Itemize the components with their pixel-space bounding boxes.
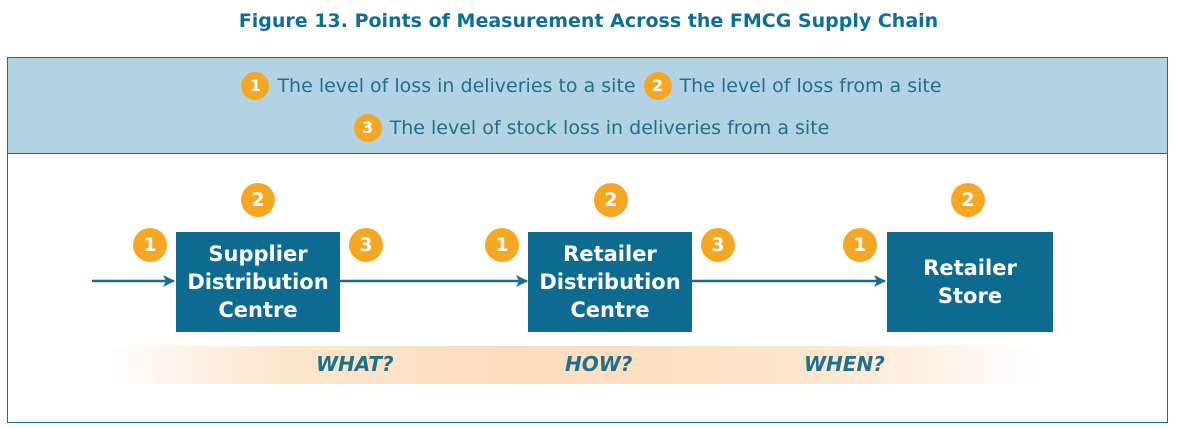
node-1-badge-1: 1 (133, 228, 167, 262)
node-1-line-1: Supplier (208, 242, 308, 266)
node-3-line-1: Retailer (923, 256, 1017, 280)
legend-badge-2: 2 (643, 72, 672, 100)
node-2-badge-3: 3 (701, 228, 735, 262)
legend-line-1: 1 The level of loss in deliveries to a si… (8, 72, 1167, 100)
legend-badge-3: 3 (353, 114, 382, 142)
node-supplier-distribution-centre: Supplier Distribution Centre (176, 232, 340, 332)
node-3-line-2: Store (937, 284, 1003, 308)
node-2-badge-2: 2 (594, 183, 628, 217)
question-what: WHAT? (316, 352, 394, 376)
legend-line-2: 3 The level of stock loss in deliveries f… (8, 114, 1167, 142)
node-1-line-3: Centre (218, 298, 298, 322)
diagram-frame: 1 The level of loss in deliveries to a si… (7, 57, 1168, 423)
node-1-badge-2: 2 (241, 183, 275, 217)
legend-text-2: The level of loss from a site (679, 75, 942, 97)
node-2-line-3: Centre (570, 298, 650, 322)
node-3-badge-2: 2 (951, 183, 985, 217)
questions-band (100, 346, 1045, 384)
node-2-line-1: Retailer (563, 242, 657, 266)
question-when: WHEN? (804, 352, 885, 376)
node-1-line-2: Distribution (187, 270, 329, 294)
question-how: HOW? (565, 352, 633, 376)
legend-band: 1 The level of loss in deliveries to a si… (8, 58, 1167, 154)
legend-badge-1: 1 (241, 72, 270, 100)
node-3-badge-1: 1 (843, 228, 877, 262)
node-retailer-store: Retailer Store (887, 232, 1053, 332)
node-2-line-2: Distribution (539, 270, 681, 294)
node-2-badge-1: 1 (485, 228, 519, 262)
figure-title: Figure 13. Points of Measurement Across … (238, 10, 939, 32)
legend-text-3: The level of stock loss in deliveries fr… (389, 117, 830, 139)
legend-text-1: The level of loss in deliveries to a sit… (277, 75, 636, 97)
node-retailer-distribution-centre: Retailer Distribution Centre (528, 232, 692, 332)
node-1-badge-3: 3 (349, 228, 383, 262)
